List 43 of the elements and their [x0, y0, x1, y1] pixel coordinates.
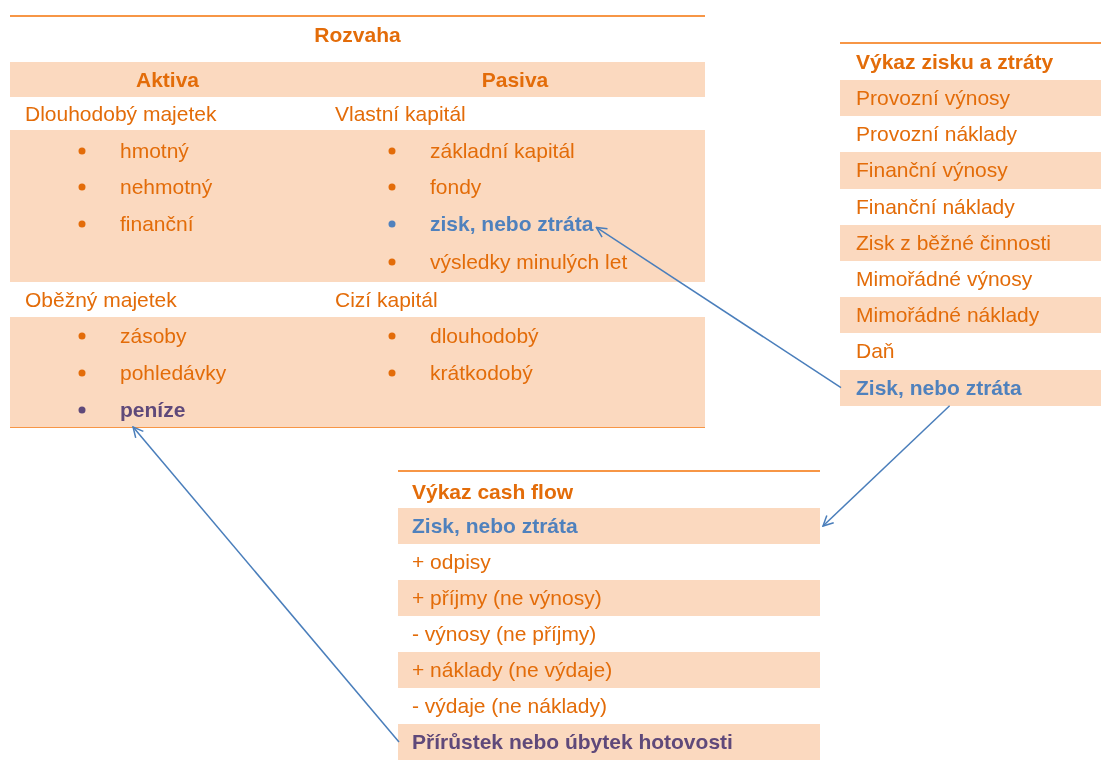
- list-item: fondy: [430, 170, 482, 204]
- table-row: Finanční náklady: [840, 188, 1101, 225]
- table-row: Provozní výnosy: [840, 80, 1101, 117]
- table-row: + příjmy (ne výnosy): [398, 580, 820, 616]
- arrow: [132, 426, 400, 743]
- section-label: Cizí kapitál: [335, 282, 695, 317]
- table-row: + náklady (ne výdaje): [398, 652, 820, 688]
- table-row: + odpisy: [398, 544, 820, 580]
- arrow: [822, 405, 951, 527]
- table-row: Mimořádné náklady: [840, 297, 1101, 334]
- balance-sheet-table: [10, 15, 705, 428]
- table-row: Provozní náklady: [840, 116, 1101, 153]
- table-row: Mimořádné výnosy: [840, 261, 1101, 298]
- table-title: Rozvaha: [313, 23, 402, 47]
- list-item: zisk, nebo ztráta: [430, 207, 594, 241]
- section-label: Dlouhodobý majetek: [25, 97, 325, 130]
- table-title: Výkaz cash flow: [412, 480, 574, 504]
- list-item: dlouhodobý: [430, 319, 539, 353]
- income-statement-table: [840, 42, 1101, 404]
- list-item: pohledávky: [120, 356, 227, 390]
- list-item: základní kapitál: [430, 134, 575, 168]
- list-item: nehmotný: [120, 170, 213, 204]
- section-label: Vlastní kapitál: [335, 97, 695, 130]
- table-row: Zisk, nebo ztráta: [398, 508, 820, 544]
- list-item: hmotný: [120, 134, 189, 168]
- section-label: Oběžný majetek: [25, 282, 325, 317]
- table-row: Zisk z běžné činnosti: [840, 224, 1101, 261]
- list-item: výsledky minulých let: [430, 245, 628, 279]
- table-row: Finanční výnosy: [840, 152, 1101, 189]
- arrow: [595, 226, 842, 389]
- list-item: krátkodobý: [430, 356, 533, 390]
- table-row: - výdaje (ne náklady): [398, 688, 820, 724]
- cash-flow-table: [398, 470, 820, 760]
- list-item: zásoby: [120, 319, 187, 353]
- list-item: peníze: [120, 393, 186, 427]
- table-row: Přírůstek nebo úbytek hotovosti: [398, 724, 820, 760]
- table-row: Daň: [840, 333, 1101, 370]
- column-header: Pasiva: [325, 62, 705, 97]
- table-row: Zisk, nebo ztráta: [840, 369, 1101, 406]
- table-title: Výkaz zisku a ztráty: [856, 50, 1054, 74]
- column-header: Aktiva: [10, 62, 325, 97]
- list-item: finanční: [120, 207, 194, 241]
- table-row: - výnosy (ne příjmy): [398, 616, 820, 652]
